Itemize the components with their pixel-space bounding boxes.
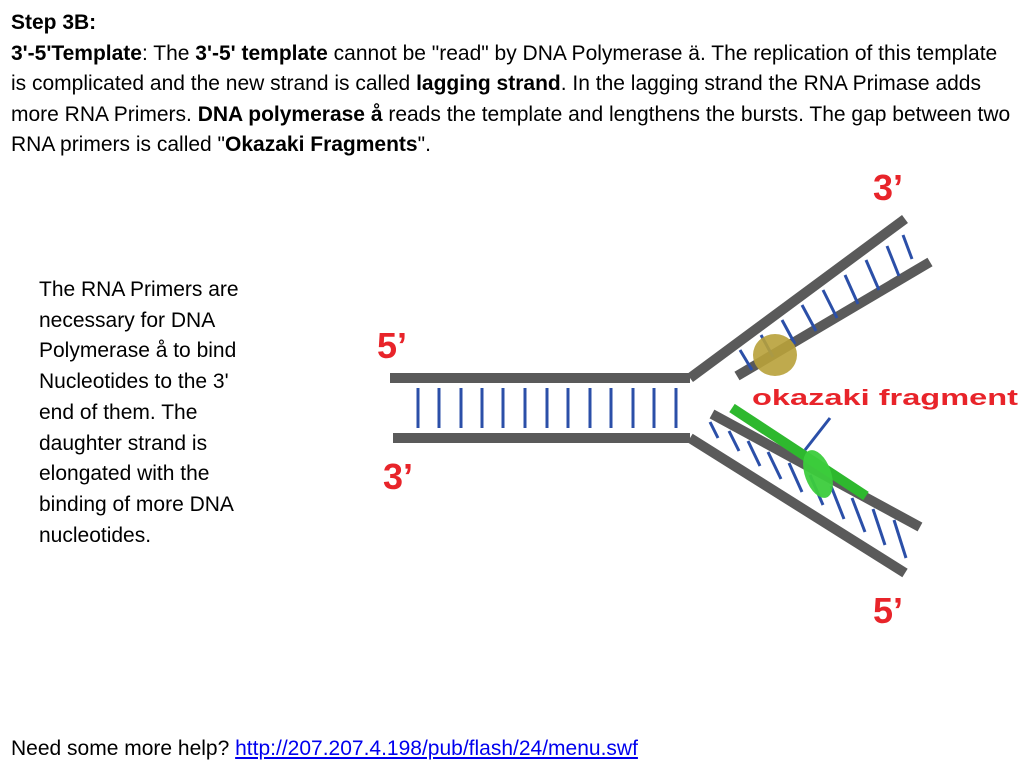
help-prefix: Need some more help? — [11, 737, 236, 760]
help-link[interactable]: http://207.207.4.198/pub/flash/24/menu.s… — [235, 737, 638, 760]
label-3-prime-left: 3’ — [383, 456, 413, 497]
okazaki-fragment-label: okazaki fragment — [752, 385, 1019, 410]
parent-rungs — [416, 388, 678, 428]
lower-outer-strand — [687, 433, 908, 578]
intro-text-2: cannot be "read" by DNA Polymerase ä. Th… — [11, 41, 998, 96]
help-line: Need some more help? http://207.207.4.19… — [11, 734, 638, 764]
intro-text-5: ". — [417, 133, 431, 156]
dna-polymerase-term: DNA polymerase å — [197, 102, 383, 126]
label-3-prime-top: 3’ — [873, 167, 903, 208]
step-heading: Step 3B: — [11, 11, 97, 34]
upper-outer-strand — [687, 214, 908, 383]
intro-paragraph: Step 3B: 3'-5'Template: The 3'-5' templa… — [11, 8, 1011, 161]
template-term-2: 3'-5' template — [195, 41, 328, 65]
okazaki-pointer-line — [803, 417, 832, 451]
upper-fork-arm — [687, 214, 933, 383]
label-5-prime-bottom: 5’ — [873, 590, 903, 631]
label-5-prime-left: 5’ — [377, 325, 407, 366]
intro-text-3: . In the lagging strand the RNA Primase … — [11, 72, 981, 126]
okazaki-term: Okazaki Fragments — [225, 133, 418, 156]
lower-fork-arm — [687, 403, 923, 578]
intro-text-4: reads the template and lengthens the bur… — [11, 102, 1011, 157]
parent-duplex — [390, 373, 690, 443]
intro-text-1: : The — [141, 41, 196, 65]
upper-rungs — [738, 234, 914, 371]
polymerase-lower-blob — [803, 450, 833, 498]
rna-primer-note: The RNA Primers are necessary for DNA Po… — [39, 278, 239, 547]
okazaki-primer-strand — [729, 403, 869, 501]
lagging-strand-term: lagging strand — [416, 72, 561, 95]
lower-rungs — [708, 421, 908, 559]
polymerase-upper-blob — [753, 334, 797, 376]
template-term: 3'-5'Template — [11, 41, 142, 65]
